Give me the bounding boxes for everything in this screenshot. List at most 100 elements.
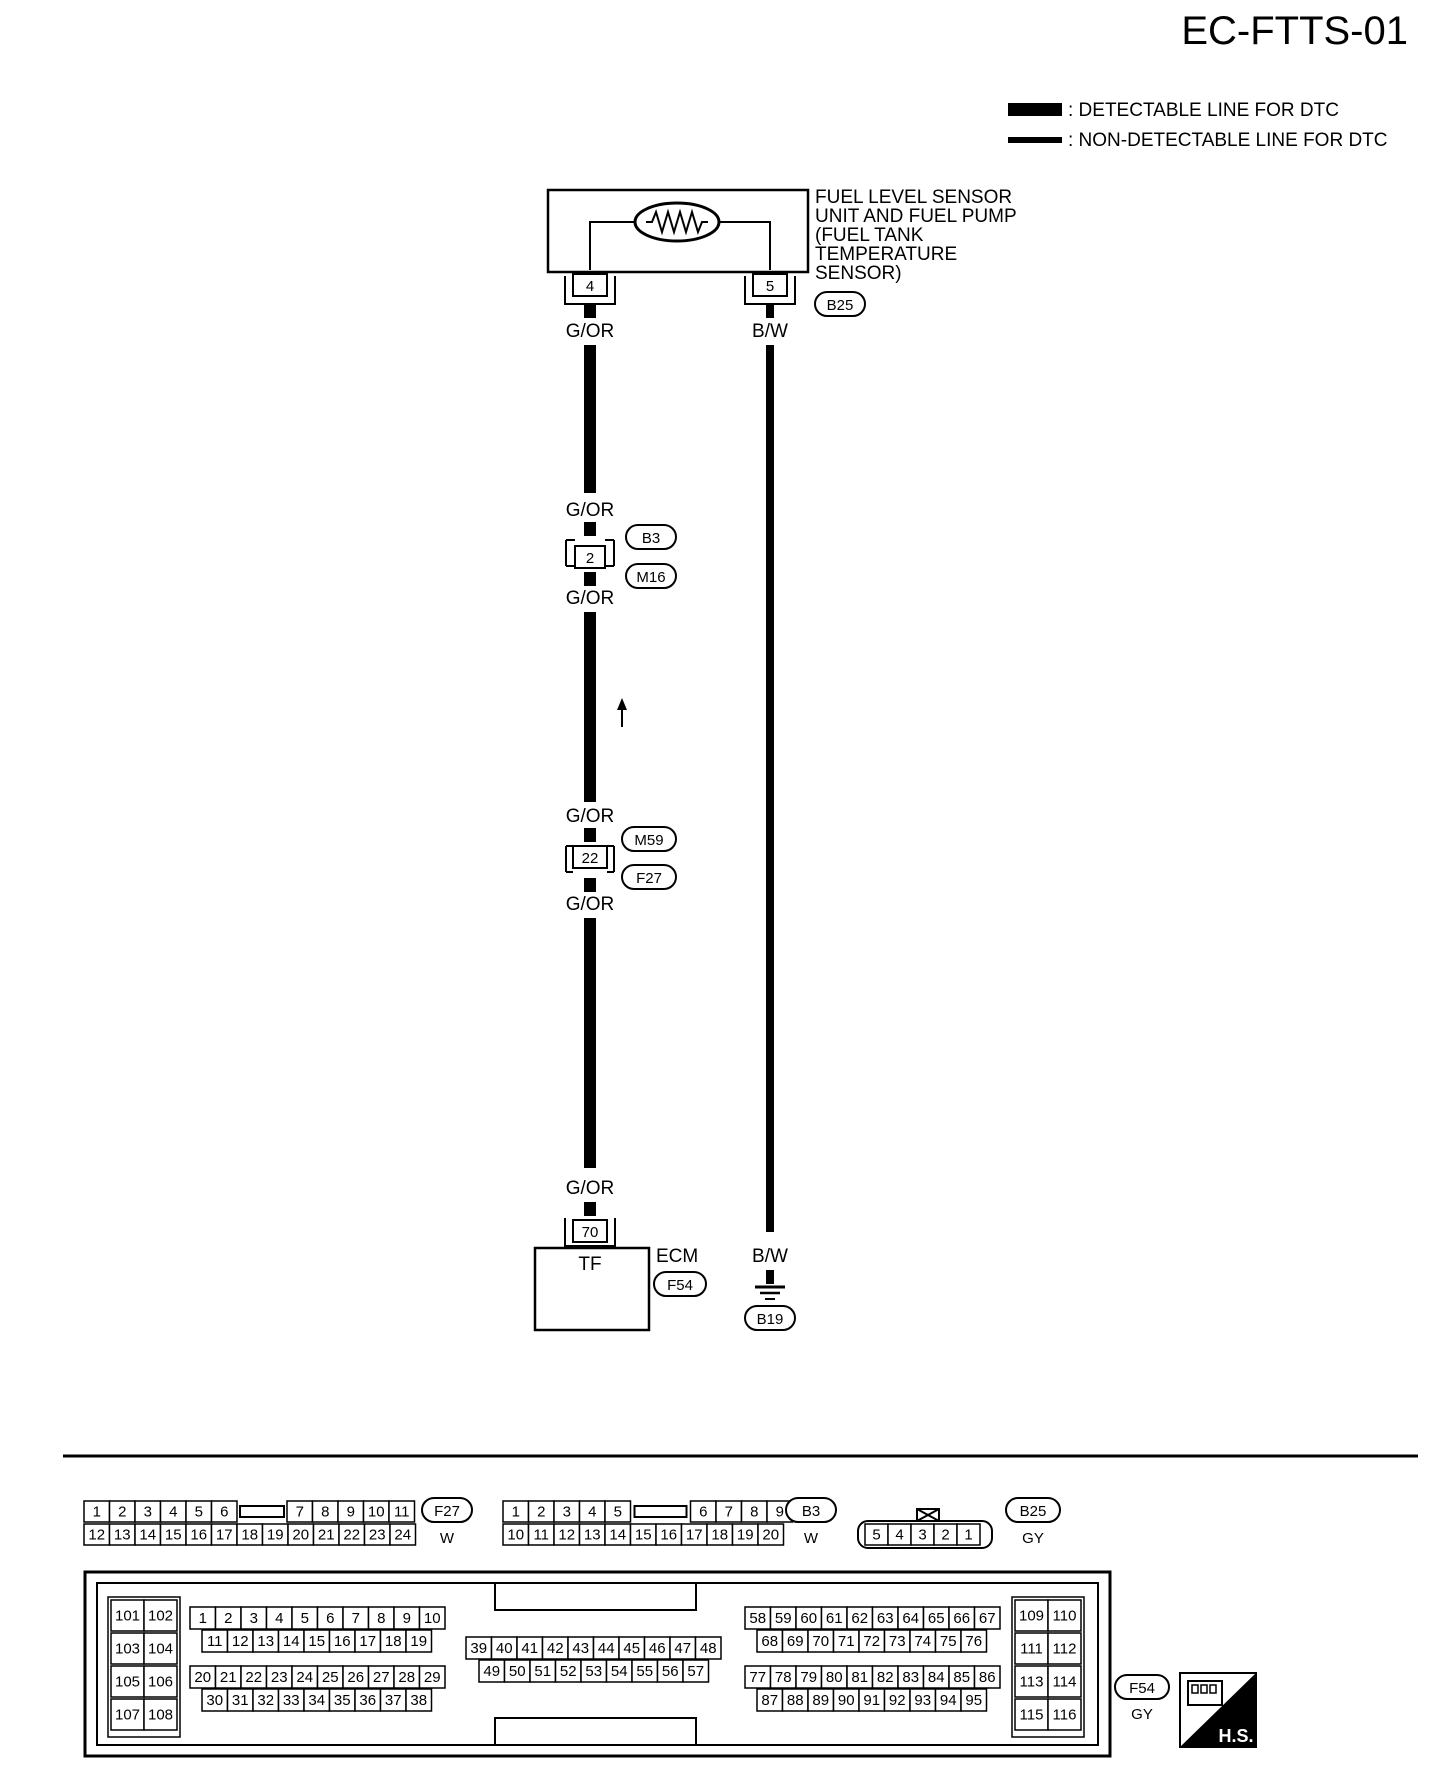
pin-number: 7: [725, 1504, 733, 1521]
connector-face-b25-color: GY: [1022, 1530, 1044, 1547]
pin-number: 63: [877, 1610, 894, 1627]
pin-number: 29: [424, 1669, 441, 1686]
pin-number: 20: [762, 1527, 779, 1544]
pin-number: 1: [964, 1527, 972, 1544]
pin-number: 14: [139, 1527, 156, 1544]
pin-cavity: [143, 1599, 178, 1632]
pin-cavity: [418, 1665, 446, 1689]
pin-cavity: [389, 1523, 417, 1546]
pin-number: 51: [534, 1663, 551, 1680]
connector-face-f27-tag: [421, 1497, 473, 1523]
pin-cavity: [143, 1632, 178, 1665]
ecm-terminal-tf: TF: [578, 1254, 601, 1275]
pin-number: 102: [148, 1608, 173, 1625]
connector-tag-b19-label: B19: [757, 1311, 784, 1328]
pin-number: 11: [207, 1633, 223, 1650]
pin-number: 112: [1053, 1641, 1077, 1658]
connector-tag-f27-label: F27: [636, 870, 662, 887]
pin-number: 15: [635, 1527, 652, 1544]
ecm-unit: 70 TF ECM F54: [533, 1218, 707, 1332]
pin-cavity: [388, 1500, 416, 1523]
pin-number: 78: [775, 1669, 792, 1686]
wire-label-b-w-1: B/W: [752, 321, 788, 342]
connector-tag-m59-label: M59: [634, 832, 663, 849]
pin-number: 116: [1053, 1707, 1077, 1724]
pin-number: 105: [115, 1674, 140, 1691]
pin-number: 84: [928, 1669, 945, 1686]
pin-number: 8: [321, 1504, 329, 1521]
pin-number: 47: [674, 1640, 691, 1657]
pin-number: 70: [812, 1633, 829, 1650]
wire-label-g-or-6: G/OR: [566, 1178, 615, 1199]
pin-number: 59: [775, 1610, 792, 1627]
pin-cavity: [110, 1698, 145, 1731]
pin-number: 38: [410, 1692, 427, 1709]
pin-number: 60: [800, 1610, 817, 1627]
pin-cavity: [143, 1665, 178, 1698]
pin-number: 85: [953, 1669, 970, 1686]
pin-cavity: [956, 1523, 981, 1546]
pin-cavity: [682, 1659, 710, 1683]
connector-tag-b25-label: B25: [827, 297, 854, 314]
pin-number: 3: [144, 1504, 152, 1521]
hs-badge-label: H.S.: [1218, 1726, 1253, 1746]
pin-number: 54: [611, 1663, 628, 1680]
connector-hand-icon: [1187, 1680, 1223, 1706]
pin-number: 3: [250, 1610, 258, 1627]
pin-cavity: [1014, 1632, 1049, 1665]
connector-face-b3-id: B3: [802, 1503, 820, 1520]
pin-number: 5: [195, 1504, 203, 1521]
pin-cavity: [405, 1688, 433, 1712]
connector-tag-b25: [814, 291, 866, 317]
pin-number: 2: [537, 1504, 545, 1521]
pin-number: 22: [245, 1669, 262, 1686]
pin-number: 33: [283, 1692, 300, 1709]
sensor-label-line-2: UNIT AND FUEL PUMP: [815, 206, 1017, 227]
pin-number: 94: [940, 1692, 957, 1709]
pin-number: 36: [359, 1692, 376, 1709]
pin-number: 15: [165, 1527, 182, 1544]
pin-number: 19: [737, 1527, 754, 1544]
legend-detectable: : DETECTABLE LINE FOR DTC: [1068, 100, 1339, 121]
pin-number: 8: [377, 1610, 385, 1627]
pin-number: 4: [895, 1527, 903, 1544]
pin-cavity: [210, 1500, 238, 1523]
pin-number: 19: [267, 1527, 284, 1544]
pin-number: 52: [560, 1663, 577, 1680]
connector-tag-f27: [621, 864, 677, 890]
pin-number: 13: [114, 1527, 131, 1544]
pin-number: 71: [838, 1633, 855, 1650]
pin-number: 9: [347, 1504, 355, 1521]
pin-number: 76: [965, 1633, 982, 1650]
pin-number: 19: [410, 1633, 427, 1650]
pin-group-outline: [107, 1596, 181, 1738]
pin-number: 39: [470, 1640, 487, 1657]
pin-number: 1: [93, 1504, 101, 1521]
pin-number: 74: [914, 1633, 931, 1650]
pin-number: 67: [979, 1610, 996, 1627]
pin-number: 58: [749, 1610, 766, 1627]
pin-cavity: [110, 1665, 145, 1698]
pin-number: 48: [700, 1640, 717, 1657]
fuel-level-sensor-unit: 4 5 FUEL LEVEL SENSOR UNIT AND FUEL PUMP…: [546, 187, 1017, 317]
pin-number: 82: [877, 1669, 894, 1686]
pin-number: 107: [115, 1707, 140, 1724]
wire-label-g-or-2: G/OR: [566, 500, 615, 521]
pin-number: 56: [662, 1663, 679, 1680]
pin-number: 5: [614, 1504, 622, 1521]
pin-number: 93: [914, 1692, 931, 1709]
pin-number: 23: [369, 1527, 386, 1544]
pin-cavity: [1047, 1632, 1082, 1665]
pin-number: 55: [636, 1663, 653, 1680]
pin-number: 114: [1053, 1674, 1077, 1691]
connector-tag-b19: [744, 1305, 796, 1331]
pin-number: 87: [761, 1692, 778, 1709]
pin-number: 16: [190, 1527, 207, 1544]
connector-face-b3-tag: [785, 1497, 837, 1523]
sensor-label-line-3: (FUEL TANK: [815, 225, 924, 246]
pin-number: 7: [352, 1610, 360, 1627]
pin-number: 26: [347, 1669, 364, 1686]
connector-tag-f54: [653, 1271, 707, 1297]
